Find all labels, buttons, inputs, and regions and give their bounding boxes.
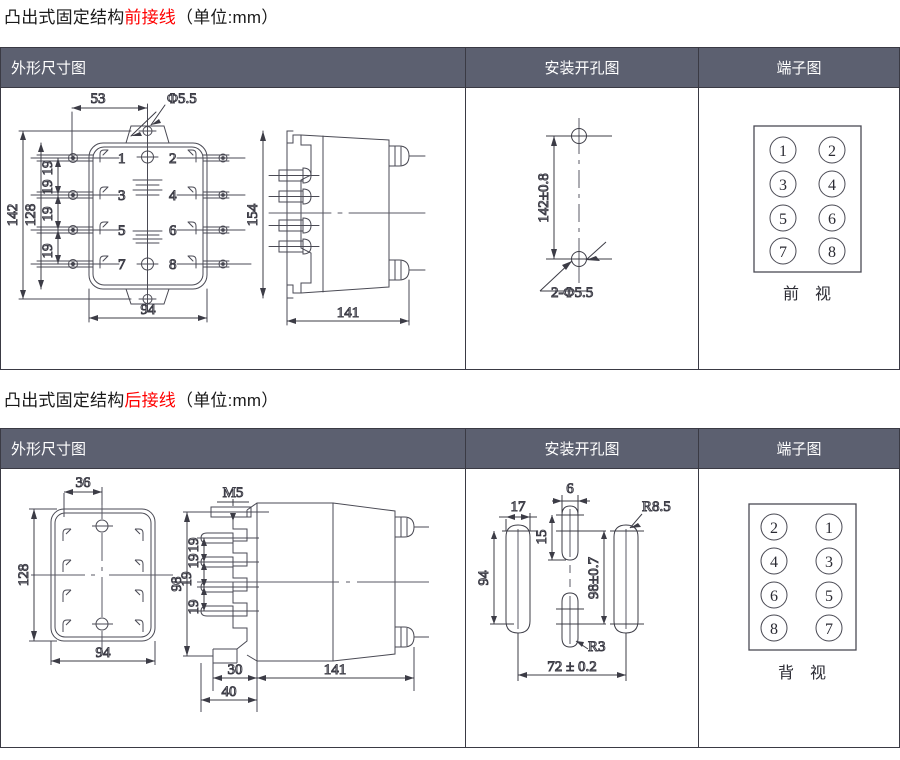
terminal-rear-pin-5: 5 <box>825 588 833 605</box>
dim-98-tol: 98±0.7 <box>586 557 602 599</box>
section-1-outline-cell: 1 2 3 4 5 6 7 8 <box>0 87 466 370</box>
section-1-title-suffix: （单位:mm） <box>176 8 279 27</box>
dim-phi55: Φ5.5 <box>167 91 197 107</box>
section-1-col-mounting: 安装开孔图 <box>465 47 699 88</box>
dim-30: 30 <box>228 662 243 678</box>
front-term-6: 6 <box>169 223 177 239</box>
front-term-5: 5 <box>118 223 126 239</box>
dim-R3: R3 <box>588 639 606 655</box>
section-1-table-wrap: 外形尺寸图 安装开孔图 端子图 <box>0 47 900 370</box>
terminal-rear-pin-7: 7 <box>825 621 833 638</box>
dim-2phi55: 2-Φ5.5 <box>551 285 593 301</box>
section-1-terminal-cell: 1 2 3 4 5 6 7 8 前 视 <box>698 87 900 370</box>
section-1-table: 外形尺寸图 安装开孔图 端子图 <box>0 47 900 370</box>
section-2-header-row: 外形尺寸图 安装开孔图 端子图 <box>0 428 900 469</box>
dim-72-tol: 72 ± 0.2 <box>547 659 596 675</box>
dim-6: 6 <box>566 481 574 497</box>
dim-rear-pitch-1: 19 <box>186 538 202 553</box>
dim-pitch-1: 19 <box>40 161 56 176</box>
dim-rear-pitch-3: 19 <box>179 572 195 587</box>
terminal-caption-2: 背 视 <box>778 664 826 682</box>
front-term-7: 7 <box>118 257 126 273</box>
dim-94: 94 <box>141 302 157 318</box>
dim-141: 141 <box>337 305 360 321</box>
terminal-pin-2: 2 <box>828 143 836 160</box>
terminal-rear-pin-8: 8 <box>770 621 778 638</box>
dim-pitch-2: 19 <box>40 180 56 195</box>
dim-94-slot: 94 <box>476 570 492 586</box>
dim-128-rear: 128 <box>16 564 32 587</box>
section-2-title-prefix: 凸出式固定结构 <box>4 391 125 410</box>
section-2-title: 凸出式固定结构后接线（单位:mm） <box>4 391 278 411</box>
dim-36: 36 <box>76 475 92 491</box>
terminal-pin-7: 7 <box>779 244 787 261</box>
section-2-terminal-cell: 2 1 4 3 6 5 8 7 背 视 <box>698 468 900 748</box>
terminal-pin-1: 1 <box>779 143 787 160</box>
terminal-pin-3: 3 <box>779 177 787 194</box>
section-2-mounting-drawing: 17 6 <box>466 469 698 747</box>
section-1-terminal-drawing: 1 2 3 4 5 6 7 8 前 视 <box>699 88 899 369</box>
dim-53: 53 <box>91 91 106 107</box>
dim-141-rear: 141 <box>324 662 347 678</box>
front-term-4: 4 <box>169 188 177 204</box>
terminal-caption-1: 前 视 <box>783 285 831 303</box>
terminal-pin-4: 4 <box>828 177 836 194</box>
terminal-rear-pin-6: 6 <box>770 588 778 605</box>
front-term-3: 3 <box>118 188 126 204</box>
section-2-table-wrap: 外形尺寸图 安装开孔图 端子图 <box>0 428 900 748</box>
dim-154: 154 <box>245 203 261 226</box>
dim-rear-pitch-4: 19 <box>186 600 202 615</box>
section-1-col-outline: 外形尺寸图 <box>0 47 466 88</box>
dim-17: 17 <box>511 499 527 515</box>
terminal-pin-5: 5 <box>779 211 787 228</box>
section-1-title-prefix: 凸出式固定结构 <box>4 8 125 27</box>
dim-pitch-4: 19 <box>40 244 56 259</box>
terminal-pin-8: 8 <box>828 244 836 261</box>
section-2-outline-cell: 36 128 <box>0 468 466 748</box>
section-2-outline-drawing: 36 128 <box>1 469 465 747</box>
section-2-table: 外形尺寸图 安装开孔图 端子图 <box>0 428 900 748</box>
dim-142: 142 <box>5 204 21 227</box>
dim-142-tol: 142±0.8 <box>536 173 552 222</box>
dim-rear-pitch-2: 19 <box>186 554 202 569</box>
section-2-title-suffix: （单位:mm） <box>176 391 279 410</box>
section-1-mounting-drawing: 142±0.8 2-Φ5.5 <box>466 88 698 369</box>
dim-128: 128 <box>23 204 39 227</box>
terminal-rear-pin-1: 1 <box>825 520 833 537</box>
dim-15: 15 <box>534 530 550 545</box>
section-2-title-highlight: 后接线 <box>124 391 177 410</box>
terminal-rear-pin-4: 4 <box>770 554 778 571</box>
dim-98: 98 <box>169 577 185 592</box>
section-2-terminal-drawing: 2 1 4 3 6 5 8 7 背 视 <box>699 469 899 747</box>
section-2-body-row: 36 128 <box>0 468 900 748</box>
dim-94-rear: 94 <box>96 645 112 661</box>
dim-M5: M5 <box>223 485 244 501</box>
section-2-col-outline: 外形尺寸图 <box>0 428 466 469</box>
terminal-pin-6: 6 <box>828 211 836 228</box>
section-1-title-highlight: 前接线 <box>124 8 177 27</box>
section-1-mounting-cell: 142±0.8 2-Φ5.5 <box>465 87 699 370</box>
terminal-rear-pin-2: 2 <box>770 520 778 537</box>
section-1-outline-drawing: 1 2 3 4 5 6 7 8 <box>1 88 465 369</box>
section-1-title: 凸出式固定结构前接线（单位:mm） <box>4 8 278 28</box>
section-2-col-terminal: 端子图 <box>698 428 900 469</box>
section-2-mounting-cell: 17 6 <box>465 468 699 748</box>
dim-R85: R8.5 <box>642 499 671 515</box>
dim-40: 40 <box>222 684 237 700</box>
front-term-1: 1 <box>118 151 126 167</box>
terminal-rear-pin-3: 3 <box>825 554 833 571</box>
front-term-2: 2 <box>169 151 177 167</box>
front-term-8: 8 <box>169 257 177 273</box>
dim-pitch-3: 19 <box>40 207 56 222</box>
section-1-col-terminal: 端子图 <box>698 47 900 88</box>
section-1-header-row: 外形尺寸图 安装开孔图 端子图 <box>0 47 900 88</box>
section-1-body-row: 1 2 3 4 5 6 7 8 <box>0 87 900 370</box>
section-2-col-mounting: 安装开孔图 <box>465 428 699 469</box>
